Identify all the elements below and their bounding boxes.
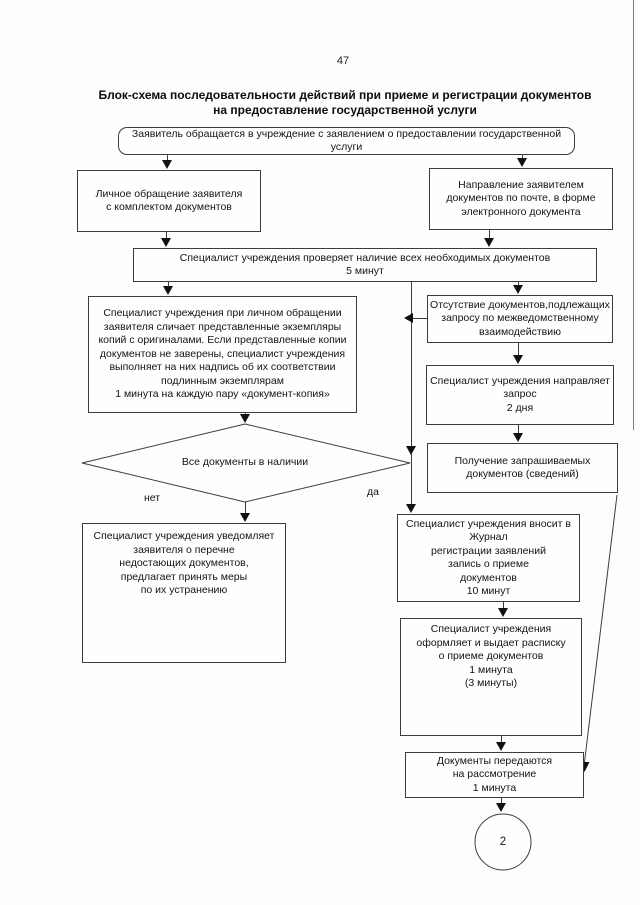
flow-node-transfer-review: Документы передаются на рассмотрение 1 м… (405, 752, 584, 798)
arrowhead-down-icon (513, 355, 523, 364)
flow-line (503, 602, 504, 610)
arrowhead-down-icon (240, 513, 250, 522)
flow-node-verify-copies: Специалист учреждения при личном обращен… (88, 296, 357, 413)
flow-line (522, 155, 523, 160)
page-edge-line (633, 0, 634, 430)
flow-node-start: Заявитель обращается в учреждение с заяв… (118, 127, 575, 155)
flow-node-journal-entry: Специалист учреждения вносит в Журнал ре… (397, 514, 580, 602)
flow-line (168, 282, 169, 288)
flow-node-missing-docs: Отсутствие документов,подлежащих запросу… (427, 295, 613, 343)
arrowhead-down-icon (513, 285, 523, 294)
flow-node-issue-receipt: Специалист учреждения оформляет и выдает… (400, 618, 582, 736)
arrowhead-left-icon (404, 313, 413, 323)
flow-node-personal-visit: Личное обращение заявителя с комплектом … (77, 170, 261, 232)
flow-node-receive-docs: Получение запрашиваемых документов (свед… (427, 443, 618, 493)
arrowhead-down-icon (498, 608, 508, 617)
decision-label: Все документы в наличии (181, 456, 309, 468)
flow-line (412, 318, 427, 319)
flow-line (518, 425, 519, 435)
connector-circle-label: 2 (499, 836, 507, 848)
flow-node-check-documents: Специалист учреждения проверяет наличие … (133, 248, 597, 282)
branch-label-no: нет (143, 492, 161, 504)
flow-line (501, 798, 502, 805)
flow-line (489, 230, 490, 239)
arrowhead-down-icon (162, 160, 172, 169)
page-title: Блок-схема последовательности действий п… (98, 88, 592, 117)
arrowhead-down-icon (496, 742, 506, 751)
flow-line (411, 282, 412, 505)
arrowhead-down-icon (484, 238, 494, 247)
flow-node-send-request: Специалист учреждения направляет запрос … (426, 365, 614, 425)
arrowhead-down-icon (163, 286, 173, 295)
page-number: 47 (336, 55, 350, 67)
flow-node-mail-submission: Направление заявителем документов по поч… (429, 168, 613, 230)
arrowhead-down-icon (513, 433, 523, 442)
arrowhead-down-icon (406, 446, 416, 455)
flow-node-notify-missing: Специалист учреждения уведомляет заявите… (82, 523, 286, 663)
arrowhead-down-icon (517, 158, 527, 167)
flow-line (245, 502, 246, 514)
branch-label-yes: да (367, 486, 379, 498)
flow-line (501, 736, 502, 744)
flow-line (518, 343, 519, 357)
diagonal-connector-line (584, 494, 618, 763)
arrowhead-down-icon (240, 414, 250, 423)
arrowhead-down-icon (496, 803, 506, 812)
arrowhead-down-icon (406, 504, 416, 513)
flow-line (166, 232, 167, 240)
arrowhead-down-icon (161, 238, 171, 247)
flow-line (518, 282, 519, 287)
flow-line (167, 155, 168, 162)
